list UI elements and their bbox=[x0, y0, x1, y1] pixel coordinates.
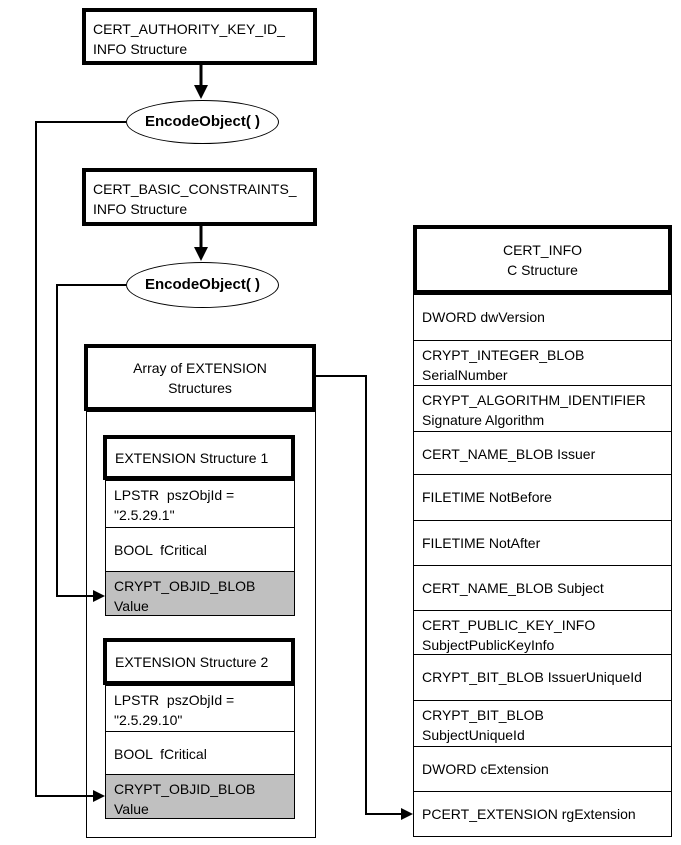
cert-info-row-subjectpublickeyinfo-label: CERT_PUBLIC_KEY_INFO SubjectPublicKeyInf… bbox=[422, 617, 596, 653]
cert-info-row-notafter: FILETIME NotAfter bbox=[414, 520, 671, 565]
authority-key-id-info-label: CERT_AUTHORITY_KEY_ID_ INFO Structure bbox=[93, 21, 285, 57]
cert-info-row-subjectpublickeyinfo: CERT_PUBLIC_KEY_INFO SubjectPublicKeyInf… bbox=[414, 610, 671, 654]
extension2-field-fcritical-label: BOOL fCritical bbox=[114, 746, 207, 762]
cert-info-row-notbefore-label: FILETIME NotBefore bbox=[422, 489, 552, 505]
cert-info-title-box: CERT_INFO C Structure bbox=[413, 225, 672, 294]
extension-array-box: Array of EXTENSION Structures bbox=[84, 344, 316, 411]
cert-info-row-notbefore: FILETIME NotBefore bbox=[414, 474, 671, 520]
extension2-title-box: EXTENSION Structure 2 bbox=[103, 638, 295, 685]
extension2-fields: LPSTR pszObjId = "2.5.29.10" BOOL fCriti… bbox=[105, 685, 295, 819]
cert-info-row-serialnumber-label: CRYPT_INTEGER_BLOB SerialNumber bbox=[422, 347, 585, 383]
encode-object-2-node: EncodeObject( ) bbox=[126, 262, 279, 308]
cert-info-row-rgextension: PCERT_EXTENSION rgExtension bbox=[414, 791, 671, 836]
cert-info-row-issuer: CERT_NAME_BLOB Issuer bbox=[414, 431, 671, 474]
extension1-field-fcritical: BOOL fCritical bbox=[106, 527, 294, 571]
cert-info-row-issuer-label: CERT_NAME_BLOB Issuer bbox=[422, 446, 596, 462]
extension2-field-pszobjid-label: LPSTR pszObjId = "2.5.29.10" bbox=[114, 692, 235, 728]
cert-info-row-issueruniqueid: CRYPT_BIT_BLOB IssuerUniqueId bbox=[414, 654, 671, 700]
cert-info-row-signature-algorithm: CRYPT_ALGORITHM_IDENTIFIER Signature Alg… bbox=[414, 385, 671, 431]
cert-info-row-subject-label: CERT_NAME_BLOB Subject bbox=[422, 580, 604, 596]
extension1-field-fcritical-label: BOOL fCritical bbox=[114, 542, 207, 558]
cert-info-row-issueruniqueid-label: CRYPT_BIT_BLOB IssuerUniqueId bbox=[422, 669, 642, 685]
cert-info-row-signature-algorithm-label: CRYPT_ALGORITHM_IDENTIFIER Signature Alg… bbox=[422, 392, 646, 428]
authority-key-id-info-box: CERT_AUTHORITY_KEY_ID_ INFO Structure bbox=[82, 8, 317, 65]
arrowhead-basic-to-encode2 bbox=[194, 247, 208, 261]
cert-info-row-rgextension-label: PCERT_EXTENSION rgExtension bbox=[422, 806, 636, 822]
cert-info-fields: DWORD dwVersion CRYPT_INTEGER_BLOB Seria… bbox=[413, 294, 672, 837]
extension1-title-box: EXTENSION Structure 1 bbox=[103, 435, 295, 480]
extension-array-label: Array of EXTENSION Structures bbox=[133, 359, 267, 396]
basic-constraints-info-box: CERT_BASIC_CONSTRAINTS_ INFO Structure bbox=[82, 168, 317, 226]
cert-info-row-subjectuniqueid: CRYPT_BIT_BLOB SubjectUniqueId bbox=[414, 700, 671, 746]
extension2-field-value-label: CRYPT_OBJID_BLOB Value bbox=[114, 781, 256, 817]
extension1-field-pszobjid-label: LPSTR pszObjId = "2.5.29.1" bbox=[114, 487, 235, 523]
encode-object-1-node: EncodeObject( ) bbox=[126, 100, 279, 144]
extension1-fields: LPSTR pszObjId = "2.5.29.1" BOOL fCritic… bbox=[105, 480, 295, 616]
cert-info-title: CERT_INFO C Structure bbox=[502, 241, 583, 278]
extension1-field-value-label: CRYPT_OBJID_BLOB Value bbox=[114, 578, 256, 614]
extension2-title: EXTENSION Structure 2 bbox=[115, 653, 269, 670]
encode-object-1-label: EncodeObject( ) bbox=[144, 113, 260, 130]
connector-array-to-rgextension bbox=[315, 375, 403, 815]
extension1-field-pszobjid: LPSTR pszObjId = "2.5.29.1" bbox=[106, 481, 294, 527]
cert-info-row-cextension-label: DWORD cExtension bbox=[422, 761, 549, 777]
extension2-field-pszobjid: LPSTR pszObjId = "2.5.29.10" bbox=[106, 686, 294, 731]
extension2-field-value: CRYPT_OBJID_BLOB Value bbox=[106, 774, 294, 818]
cert-info-row-subjectuniqueid-label: CRYPT_BIT_BLOB SubjectUniqueId bbox=[422, 707, 544, 743]
cert-info-row-cextension: DWORD cExtension bbox=[414, 746, 671, 791]
extension1-title: EXTENSION Structure 1 bbox=[115, 449, 269, 466]
extension1-field-value: CRYPT_OBJID_BLOB Value bbox=[106, 571, 294, 615]
basic-constraints-info-label: CERT_BASIC_CONSTRAINTS_ INFO Structure bbox=[93, 181, 297, 217]
cert-info-row-serialnumber: CRYPT_INTEGER_BLOB SerialNumber bbox=[414, 340, 671, 385]
cert-info-row-dwversion-label: DWORD dwVersion bbox=[422, 309, 545, 325]
extension-structures-container bbox=[86, 411, 316, 838]
arrowhead-array-to-rgextension bbox=[401, 808, 413, 820]
cert-info-row-notafter-label: FILETIME NotAfter bbox=[422, 535, 541, 551]
arrowhead-authority-to-encode1 bbox=[194, 85, 208, 99]
extension2-field-fcritical: BOOL fCritical bbox=[106, 731, 294, 774]
cert-info-row-subject: CERT_NAME_BLOB Subject bbox=[414, 565, 671, 610]
cert-info-row-dwversion: DWORD dwVersion bbox=[414, 295, 671, 340]
encode-object-2-label: EncodeObject( ) bbox=[144, 276, 260, 293]
